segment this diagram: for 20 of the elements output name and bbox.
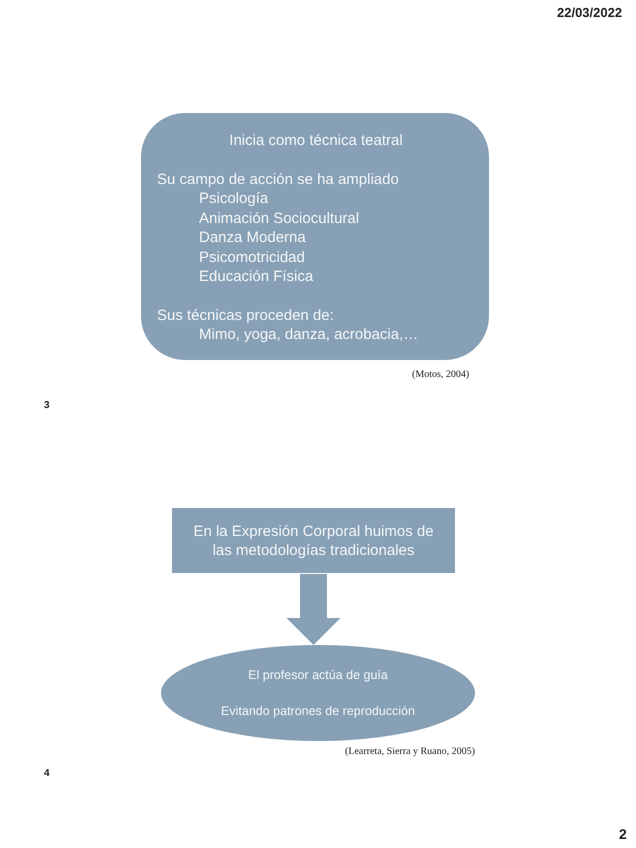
slide-number: 3	[44, 400, 50, 411]
ellipse-text: El profesor actúa de guía	[248, 666, 388, 684]
process-box	[172, 508, 455, 573]
box-text: Sus técnicas proceden de:	[157, 306, 335, 325]
ellipse-text: Evitando patrones de reproducción	[221, 702, 415, 720]
box-text: En la Expresión Corporal huimos de las metodologías tradicionales	[192, 522, 435, 560]
box-text: Psicomotricidad	[198, 248, 306, 267]
box-text: Psicología	[198, 189, 270, 208]
box-text: Danza Moderna	[198, 228, 307, 248]
page-number: 2	[619, 826, 627, 842]
slide-number: 4	[44, 768, 50, 779]
box-text: Inicia como técnica teatral	[228, 131, 404, 150]
box-text: Animación Sociocultural	[198, 208, 360, 228]
citation: (Motos, 2004)	[412, 369, 470, 380]
box-text: Mimo, yoga, danza, acrobacia,…	[198, 325, 420, 344]
block-arrow	[286, 574, 340, 645]
box-text: Educación Física	[198, 267, 314, 286]
date-label: 22/03/2022	[557, 5, 622, 20]
box-text: Su campo de acción se ha ampliado	[157, 170, 400, 189]
rounded-box	[141, 113, 489, 360]
